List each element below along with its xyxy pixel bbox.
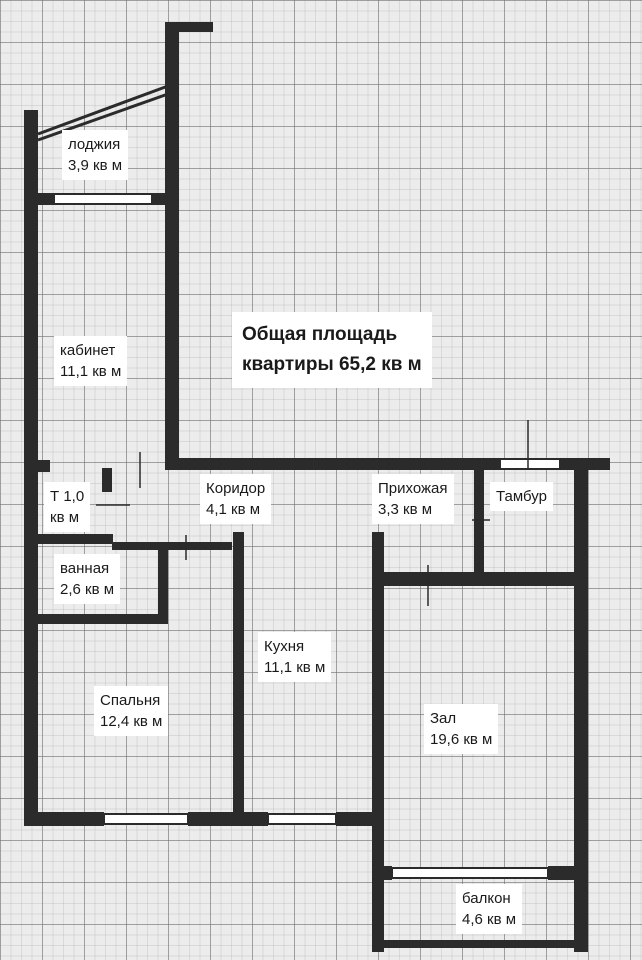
wall-balcony-top-left <box>376 866 392 880</box>
wall-bottom-right <box>336 812 376 826</box>
label-bedroom: Спальня 12,4 кв м <box>94 686 169 736</box>
room-area: 19,6 кв м <box>430 731 493 748</box>
wall-study-right <box>165 28 179 470</box>
room-area: 12,4 кв м <box>100 713 163 730</box>
wall-study-bottom <box>38 460 50 472</box>
room-name: Кухня <box>264 638 305 655</box>
wall-vestibule-left <box>474 470 484 580</box>
room-area: 4,1 кв м <box>206 501 261 518</box>
room-name: Коридор <box>206 480 266 497</box>
room-name: Прихожая <box>378 480 448 497</box>
room-area: 3,3 кв м <box>378 501 433 518</box>
label-hall: Зал 19,6 кв м <box>424 704 499 754</box>
room-area: 11,1 кв м <box>60 363 122 380</box>
wall-loggia-bottom-right <box>152 193 168 205</box>
room-area: кв м <box>50 509 80 526</box>
room-name: ванная <box>60 560 110 577</box>
label-toilet: Т 1,0 кв м <box>44 482 91 532</box>
wall-hall-right <box>574 468 588 952</box>
loggia-railing-inner <box>37 92 169 142</box>
room-area: 2,6 кв м <box>60 581 115 598</box>
wall-balcony-top-right <box>548 866 588 880</box>
label-bathroom: ванная 2,6 кв м <box>54 554 121 604</box>
label-hallway: Прихожая 3,3 кв м <box>372 474 454 524</box>
room-area: 3,9 кв м <box>68 157 123 174</box>
wall-top-stub <box>165 22 213 32</box>
label-loggia: лоджия 3,9 кв м <box>62 130 129 180</box>
wall-hall-top <box>376 572 588 586</box>
window-kitchen <box>267 813 337 825</box>
room-name: Спальня <box>100 692 161 709</box>
window-loggia <box>53 193 153 205</box>
label-vestibule: Тамбур <box>490 482 553 511</box>
room-name: Тамбур <box>496 488 547 505</box>
total-area-line1: Общая площадь <box>242 324 398 345</box>
wall-bottom-mid <box>188 812 268 826</box>
label-kitchen: Кухня 11,1 кв м <box>258 632 332 682</box>
window-entrance <box>499 458 561 470</box>
label-study: кабинет 11,1 кв м <box>54 336 128 386</box>
label-corridor: Коридор 4,1 кв м <box>200 474 272 524</box>
wall-hall-left <box>372 532 384 952</box>
wall-bath-top <box>112 542 232 550</box>
wall-left-outer <box>24 110 38 825</box>
wall-toilet-bottom <box>38 534 113 544</box>
room-name: Зал <box>430 710 457 727</box>
room-area: 11,1 кв м <box>264 659 326 676</box>
room-name: балкон <box>462 890 511 907</box>
label-balcony: балкон 4,6 кв м <box>456 884 523 934</box>
wall-bath-bottom <box>38 614 168 624</box>
room-area: 4,6 кв м <box>462 911 517 928</box>
wall-bottom-left <box>24 812 104 826</box>
wall-main-horizontal <box>165 458 500 470</box>
wall-bath-right <box>158 544 168 624</box>
total-area-label: Общая площадь квартиры 65,2 кв м <box>232 312 432 388</box>
window-balcony <box>391 867 549 879</box>
loggia-railing <box>37 84 169 136</box>
room-name: лоджия <box>68 136 121 153</box>
total-area-line2: квартиры 65,2 кв м <box>242 354 422 375</box>
wall-kitchen-left <box>233 532 244 812</box>
wall-balcony-bottom <box>376 940 588 948</box>
room-name: кабинет <box>60 342 116 359</box>
room-name: Т 1,0 <box>50 488 85 505</box>
wall-loggia-bottom-left <box>38 193 54 205</box>
wall-entrance-right <box>560 458 610 470</box>
window-bedroom <box>103 813 189 825</box>
wall-toilet-right <box>102 468 112 492</box>
